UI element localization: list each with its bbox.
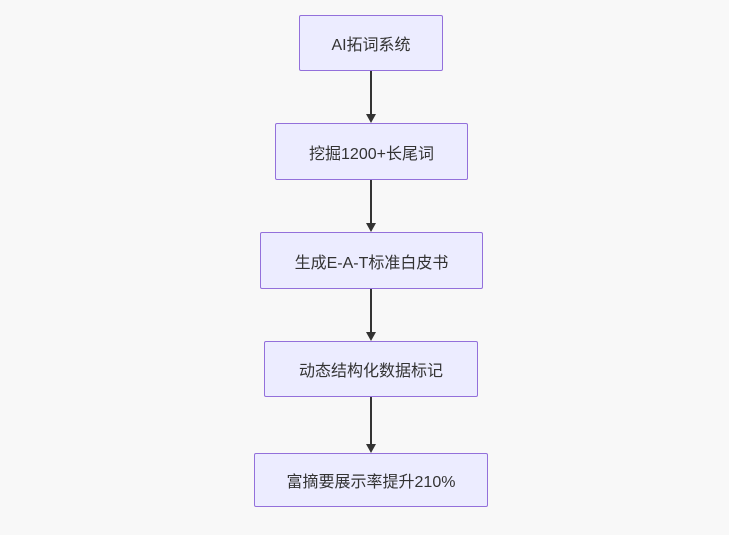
arrow-connector: [366, 289, 376, 341]
arrow-connector: [366, 71, 376, 123]
arrow-down-icon: [366, 332, 376, 341]
arrow-connector: [366, 180, 376, 232]
node-label: 挖掘1200+长尾词: [309, 145, 434, 163]
connector-line: [370, 397, 372, 446]
connector-line: [370, 289, 372, 334]
flowchart-node-structured-data-markup: 动态结构化数据标记: [264, 341, 478, 397]
flowchart-node-rich-snippet-result: 富摘要展示率提升210%: [254, 453, 488, 507]
arrow-connector: [366, 397, 376, 453]
node-label: 动态结构化数据标记: [298, 363, 443, 380]
flowchart-node-ai-keyword-system: AI拓词系统: [299, 15, 443, 71]
arrow-down-icon: [366, 223, 376, 232]
flowchart-node-eat-whitepaper: 生成E-A-T标准白皮书: [260, 232, 483, 289]
connector-line: [370, 180, 372, 225]
flowchart-node-longtail-mining: 挖掘1200+长尾词: [275, 123, 468, 180]
arrow-down-icon: [366, 444, 376, 453]
node-label: 富摘要展示率提升210%: [286, 474, 456, 491]
connector-line: [370, 71, 372, 116]
node-label: 生成E-A-T标准白皮书: [294, 254, 449, 272]
arrow-down-icon: [366, 114, 376, 123]
node-label: AI拓词系统: [331, 37, 411, 54]
